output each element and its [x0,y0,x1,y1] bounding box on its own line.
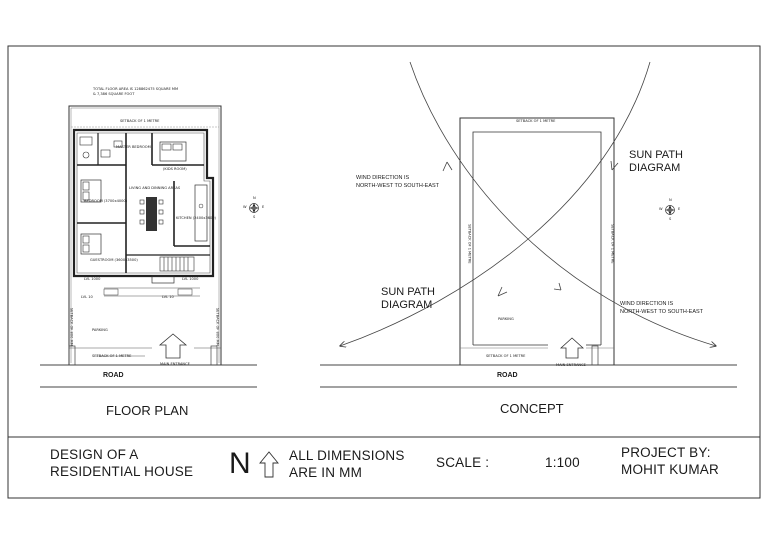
room-living-dining: LIVING AND DINNING AREAS [129,186,181,190]
design-title-line2: RESIDENTIAL HOUSE [50,464,194,479]
project-author: MOHIT KUMAR [621,462,719,477]
setback-bottom-label: SETBACK OF 1 METRE [92,354,132,358]
sun-path-label-1-line2: DIAGRAM [629,162,681,174]
concept-road-label: ROAD [497,372,518,379]
room-kids: (KIDS ROOM) [163,167,187,171]
sheet-border [7,45,761,499]
concept-entrance-arrow [559,337,585,359]
project-by-label: PROJECT BY: [621,445,711,460]
concept-setback-left: SETBACK OF 1 METRE [467,224,472,264]
setback-top-label: SETBACK OF 1 METRE [120,119,160,123]
wind-label-1-line2: NORTH-WEST TO SOUTH-EAST [356,183,440,189]
lvl-mid-left: LVL 10 [81,295,93,299]
area-note-line2: & 7,386 SQUARE FOOT [93,92,135,96]
north-letter: N [229,447,251,480]
concept-parking: PARKING [498,317,514,321]
sun-path-label-2-line1: SUN PATH [381,286,435,298]
compass-s-left: S [253,215,256,219]
compass-e-right: E [678,207,681,211]
concept-setback-top: SETBACK OF 1 METRE [516,119,556,123]
sun-path-curve-2 [340,61,651,346]
wind-label-2-line1: WIND DIRECTION IS [620,301,674,307]
floor-plan-caption: FLOOR PLAN [106,403,189,418]
dimensions-note-line2: ARE IN MM [289,465,363,480]
room-master-bedroom: MASTER BEDROOM [116,145,151,149]
concept-main-entrance: MAIN ENTRANCE [556,363,586,367]
concept-setback-right: SETBACK OF 1 METRE [610,224,615,264]
dimensions-note-line1: ALL DIMENSIONS [289,448,405,463]
area-note-line1: TOTAL FLOOR AREA IS 128862475 SQUARE MM [93,87,179,91]
scale-value: 1:100 [545,455,580,470]
main-entrance-label: MAIN ENTRANCE [160,362,190,366]
room-guestroom: GUESTROOM (3600x3500) [90,258,138,262]
sun-path-label-2-line2: DIAGRAM [381,299,433,311]
setback-left-label: SETBACK OF 800 MM [69,307,74,346]
road-label-left: ROAD [103,372,124,379]
compass-s-right: S [669,217,672,221]
compass-n-left: N [253,196,256,200]
compass-w-left: W [243,205,247,209]
wind-label-1-line1: WIND DIRECTION IS [356,175,410,181]
setback-right-label: SETBACK OF 800 MM [215,307,220,346]
sun-path-label-1-line1: SUN PATH [629,149,683,161]
main-entrance-arrow [158,333,188,359]
compass-n-right: N [669,198,672,202]
north-arrow-symbol [259,451,279,478]
wind-label-2-line2: NORTH-WEST TO SOUTH-EAST [620,309,704,315]
lvl-top-right: LVL 1000 [182,277,199,281]
scale-label: SCALE : [436,455,490,470]
concept-setback-bottom: SETBACK OF 1 METRE [486,354,526,358]
floor-plan [40,105,257,388]
lvl-mid-right: LVL 10 [162,295,174,299]
room-kitchen: KITCHEN (2400x3600) [176,216,216,220]
room-bedroom: BEDROOM (3700x4000) [84,199,128,203]
room-parking: PARKING [92,328,108,332]
sun-path-curve-1 [409,61,716,346]
compass-left [249,203,259,213]
compass-e-left: E [262,205,265,209]
compass-w-right: W [659,207,663,211]
lvl-top-left: LVL 1000 [84,277,101,281]
concept-plan [320,61,737,388]
design-title-line1: DESIGN OF A [50,447,139,462]
compass-right [665,205,675,215]
concept-caption: CONCEPT [500,401,564,416]
